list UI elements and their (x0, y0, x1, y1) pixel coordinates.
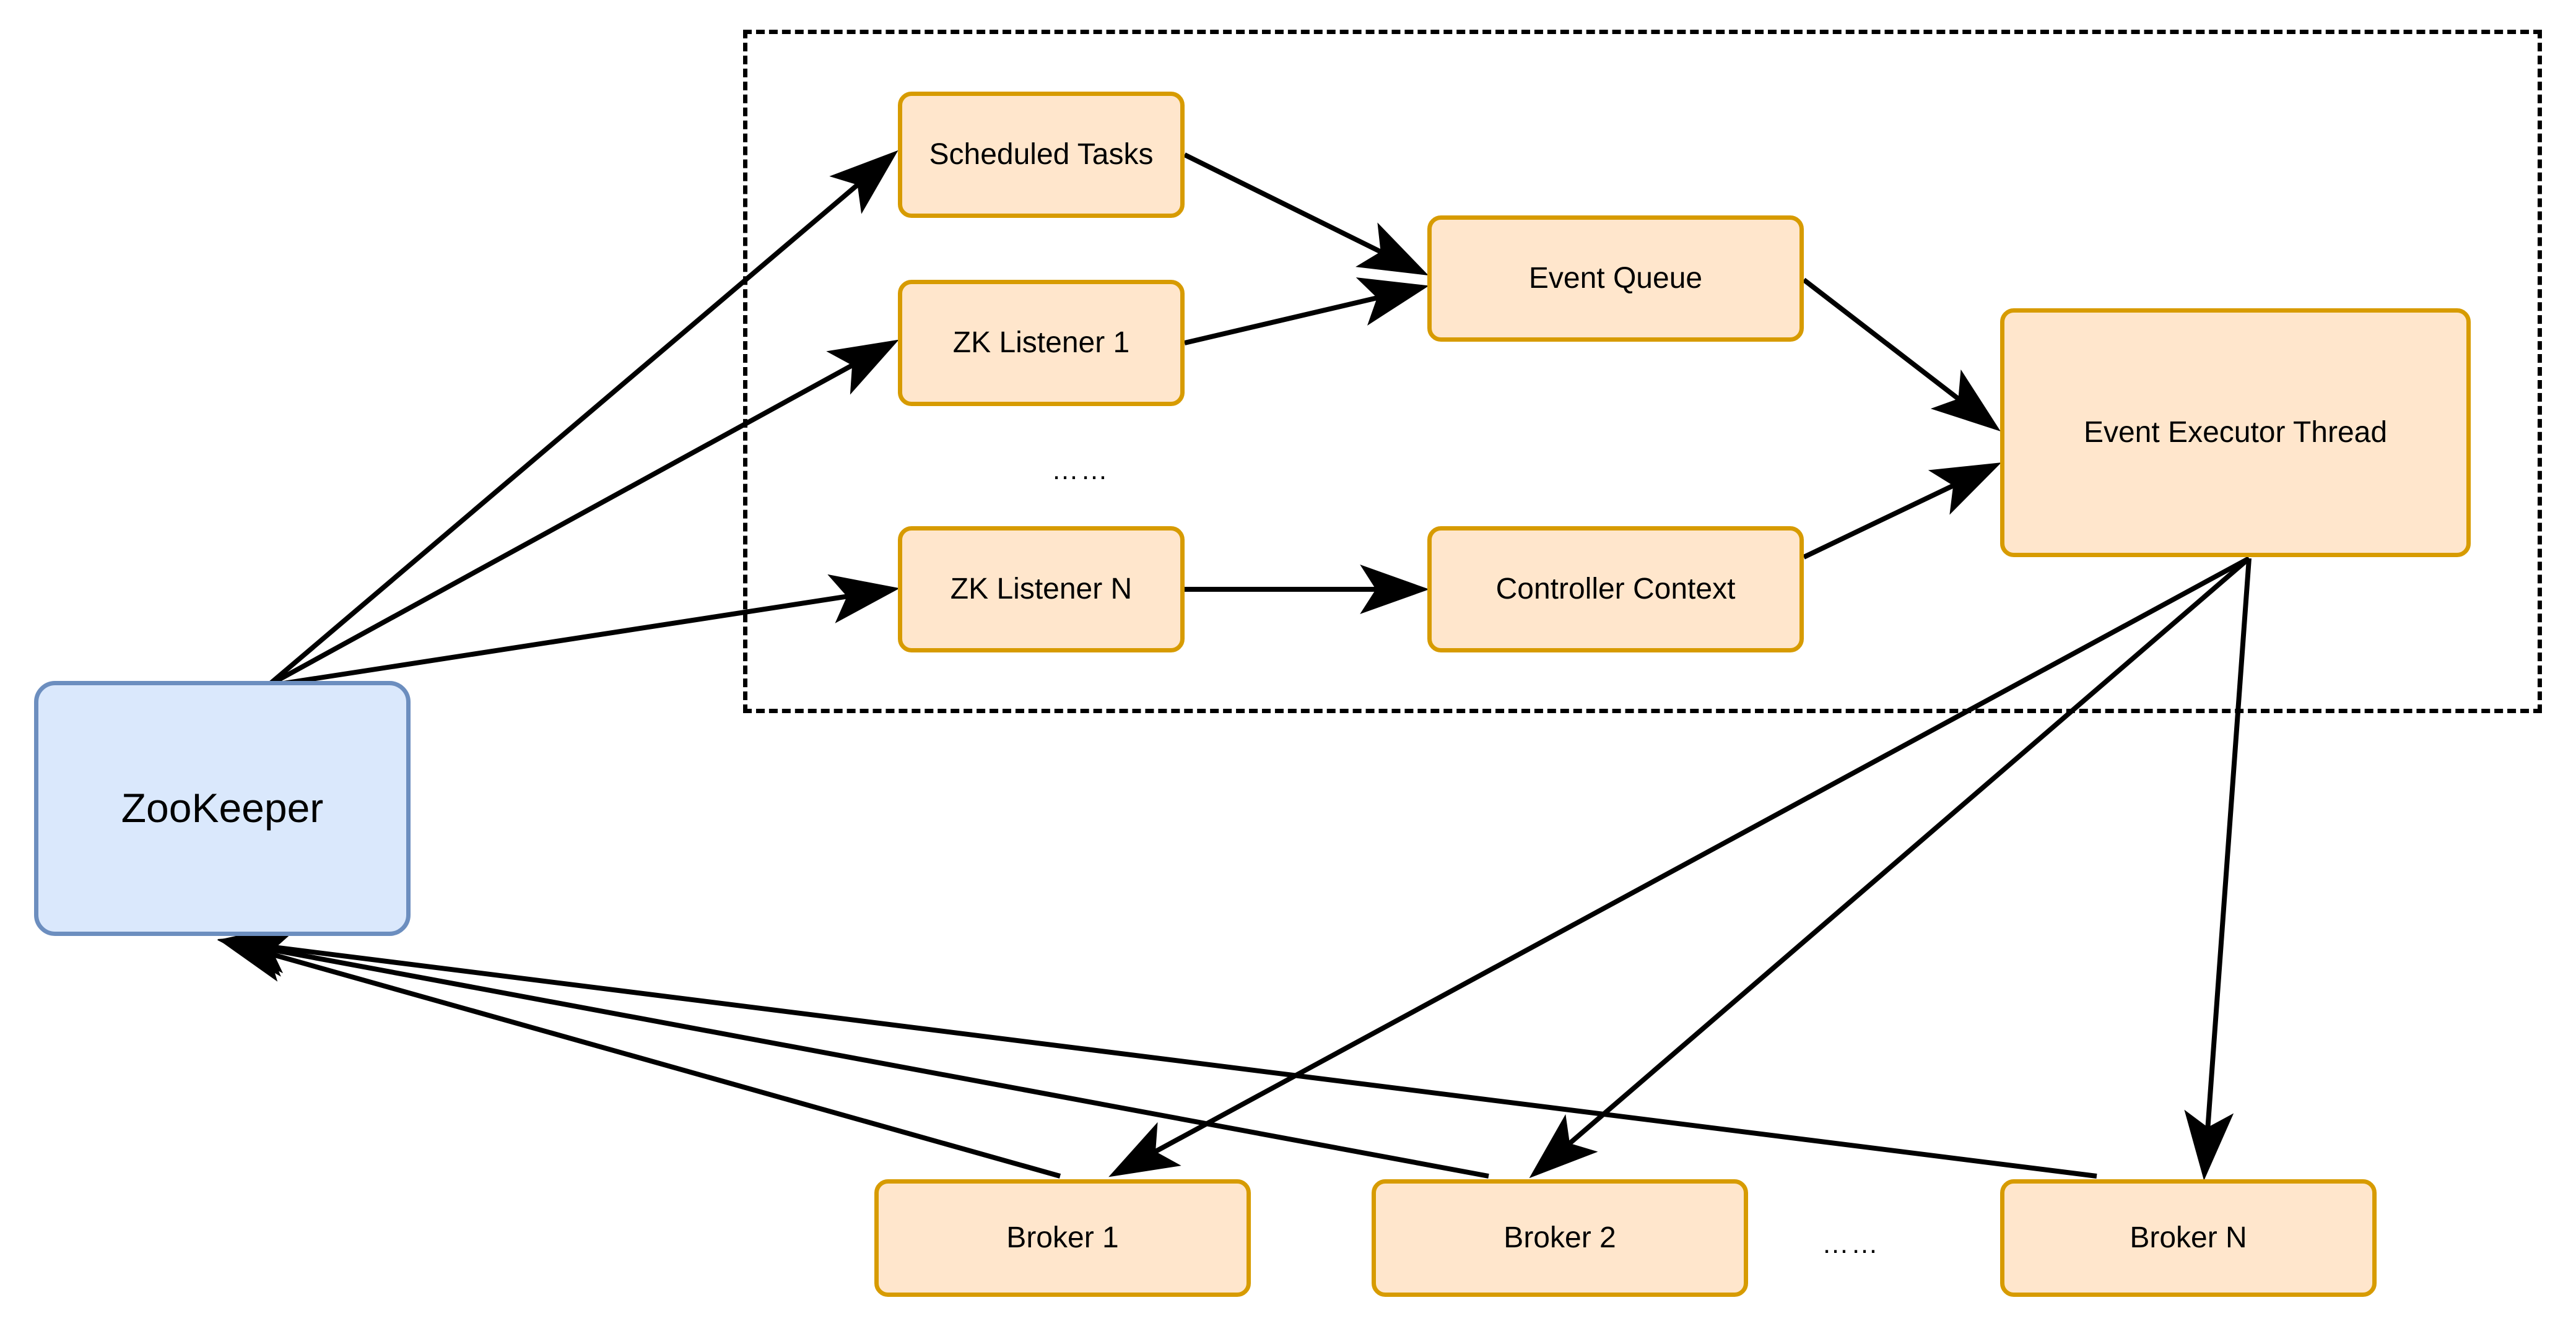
node-zk-listener-1[interactable]: ZK Listener 1 (898, 280, 1185, 406)
node-zk-listener-n[interactable]: ZK Listener N (898, 526, 1185, 652)
node-broker-n[interactable]: Broker N (2000, 1179, 2377, 1297)
node-scheduled-tasks[interactable]: Scheduled Tasks (898, 92, 1185, 218)
broker-ellipsis-label: …… (1822, 1229, 1880, 1259)
node-controller-context[interactable]: Controller Context (1427, 526, 1804, 652)
node-broker-1[interactable]: Broker 1 (874, 1179, 1251, 1297)
edge-broker-1-to-zk (217, 933, 1061, 1179)
node-broker-2[interactable]: Broker 2 (1372, 1179, 1748, 1297)
edge-broker-2-to-zk (217, 928, 1489, 1179)
edge-broker-n-to-zk (217, 924, 2097, 1179)
listener-ellipsis-label: …… (1051, 455, 1110, 485)
node-event-executor-thread[interactable]: Event Executor Thread (2000, 308, 2471, 557)
node-zookeeper[interactable]: ZooKeeper (34, 681, 411, 936)
node-event-queue[interactable]: Event Queue (1427, 215, 1804, 342)
